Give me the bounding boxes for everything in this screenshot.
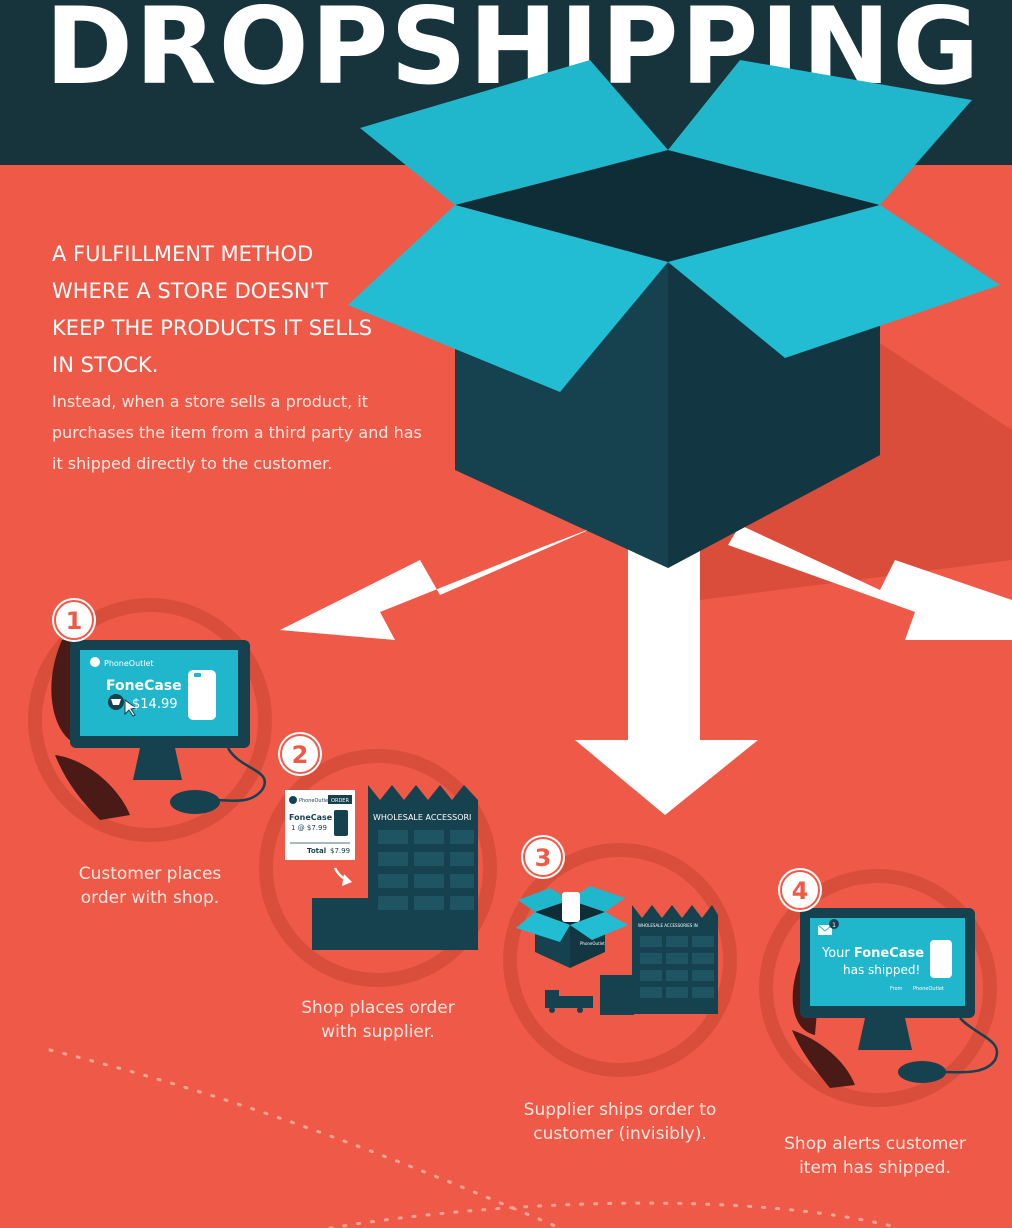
cursor-icon xyxy=(124,699,138,717)
box-lid-front-left xyxy=(348,205,668,392)
step-3-building-sign: WHOLESALE ACCESSORIES IN xyxy=(638,923,698,928)
step-1-number: 1 xyxy=(66,607,83,635)
step-3-box-label: PhoneOutlet xyxy=(580,941,605,946)
step-4-line1: Your FoneCase xyxy=(821,946,924,961)
step-4-from: From xyxy=(890,986,903,992)
box-lid-back-left xyxy=(360,60,668,205)
order-total-label: Total xyxy=(307,847,326,855)
order-product: FoneCase xyxy=(289,813,333,822)
step-4-illustration xyxy=(759,868,999,1107)
arrow-right xyxy=(728,525,1012,640)
dotted-path-left xyxy=(48,1048,562,1228)
mouse-icon xyxy=(898,1061,946,1083)
box-inside xyxy=(455,150,880,262)
step-3-illustration xyxy=(503,835,737,1077)
box-lid-back-right xyxy=(668,60,972,205)
step-1-brand: PhoneOutlet xyxy=(104,659,154,668)
step-1-caption: Customer places order with shop. xyxy=(78,864,222,908)
box-lid-front-right xyxy=(668,205,1000,358)
intro-description: Instead, when a store sells a product, i… xyxy=(52,392,422,473)
intro-headline: A FULFILLMENT METHOD WHERE A STORE DOESN… xyxy=(52,242,373,377)
dotted-path-bottom xyxy=(328,1201,902,1228)
mouse-icon xyxy=(170,790,220,814)
step-2-number: 2 xyxy=(292,741,309,769)
step-2-illustration xyxy=(259,732,497,987)
step-4-line2: has shipped! xyxy=(843,963,920,977)
step-1-product: FoneCase xyxy=(106,678,182,694)
step-2-caption: Shop places order with supplier. xyxy=(301,998,455,1042)
step-4-number: 4 xyxy=(792,877,809,905)
step-4-brand: PhoneOutlet xyxy=(913,986,944,992)
step-1-illustration xyxy=(28,598,272,842)
order-total-value: $7.99 xyxy=(330,847,350,855)
step-1-price: $14.99 xyxy=(132,697,178,712)
step-4-badge: 1 xyxy=(832,922,836,929)
step-3-caption: Supplier ships order to customer (invisi… xyxy=(523,1100,717,1144)
order-qty: 1 @ $7.99 xyxy=(291,824,327,832)
step-4-caption: Shop alerts customer item has shipped. xyxy=(784,1134,966,1178)
arrow-down xyxy=(575,520,758,815)
step-2-building-sign: WHOLESALE ACCESSORI xyxy=(373,813,471,822)
arrow-left xyxy=(280,525,600,640)
step-3-number: 3 xyxy=(535,844,552,872)
mail-icon xyxy=(818,925,832,935)
order-tag: ORDER xyxy=(331,798,349,804)
order-brand: PhoneOutlet xyxy=(299,798,330,804)
